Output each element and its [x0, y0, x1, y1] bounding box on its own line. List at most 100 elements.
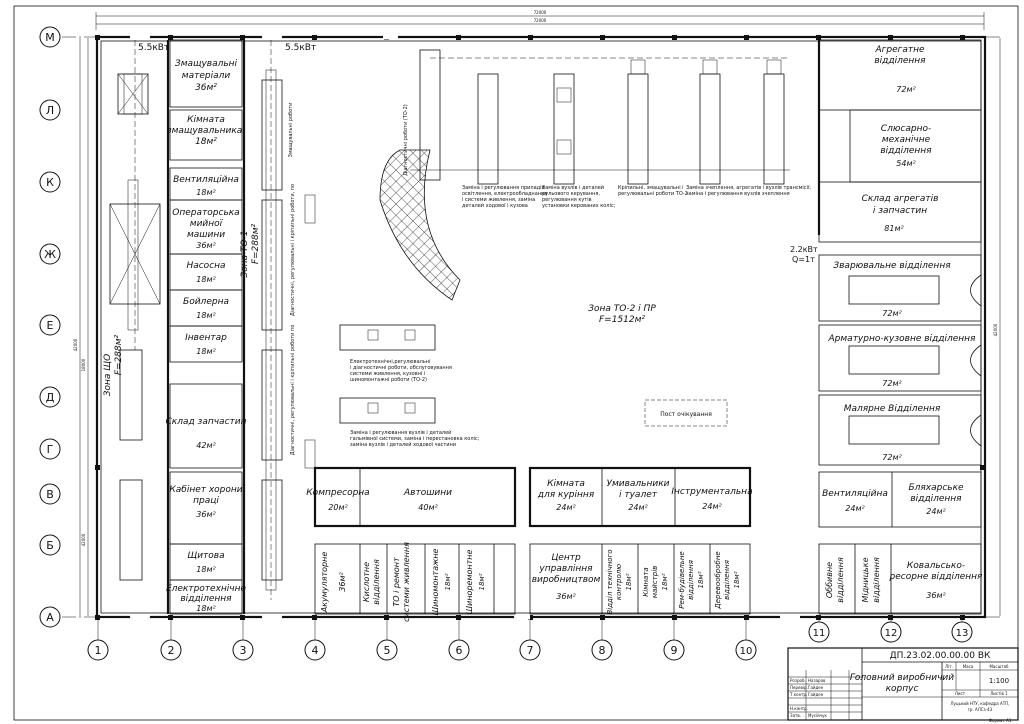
room-acid-2: відділення [372, 559, 381, 605]
axis-bubble-10: 10 [735, 617, 757, 661]
room-ventilation-r-1: Вентиляційна [822, 489, 888, 499]
room-body-area: 72м² [882, 379, 902, 388]
room-spring-area: 36м² [926, 591, 946, 600]
post-note-2-2: рульового керування, [542, 191, 600, 197]
svg-text:1: 1 [95, 644, 102, 657]
svg-text:Д: Д [46, 391, 55, 404]
room-tire-repair-area: 18м² [478, 573, 486, 590]
zone-to1-area: F=288м² [251, 223, 261, 264]
room-ventilation-l-area: 18м² [196, 188, 216, 197]
dim-right-1: 42000 [993, 323, 998, 336]
room-tires-area: 40м² [418, 503, 438, 512]
room-painting-1: Малярне Відділення [844, 404, 941, 414]
room-control-center-area: 36м² [556, 592, 576, 601]
svg-text:12: 12 [885, 628, 898, 639]
waiting-post: Пост очікування [660, 411, 712, 418]
zone-to1: Зона ТО-1 F=288м² 5.5кВт Діагностичні, р… [240, 40, 316, 600]
room-tool-area: 24м² [702, 502, 722, 511]
svg-text:Г: Г [47, 443, 54, 456]
room-repair-construction-2: відділення [687, 560, 695, 600]
axis-bubble-d: Д [39, 386, 61, 408]
power-label-1: 5.5кВт [138, 43, 169, 53]
title-name-row-1: Назаров [808, 678, 826, 683]
room-washroom-1: Умивальники [606, 479, 669, 489]
svg-text:2: 2 [168, 644, 175, 657]
note-diag-to1: Діагностичні, регулювальні і кріпильні р… [290, 184, 296, 316]
room-pump-1: Насосна [186, 261, 225, 271]
room-ventilation-r-area: 24м² [845, 504, 865, 513]
title-lit: Літ. [945, 664, 953, 669]
room-safety-area: 36м² [196, 510, 216, 519]
post-note-4-2: заміна і регулювання вузлів зчеплення [686, 191, 790, 197]
room-cleaning-materials-area: 36м² [195, 83, 217, 93]
post-note-2-3: регулювання кутів [542, 197, 592, 203]
room-acid-1: Кислотне [362, 562, 371, 602]
room-repair-construction-area: 18м² [697, 571, 705, 588]
dim-left-3: 42000 [81, 533, 86, 546]
room-aggregate-2: відділення [874, 56, 926, 66]
room-painting-area: 72м² [882, 453, 902, 462]
room-power-repair-1: ТО і ремонт [392, 557, 401, 607]
title-format: Формат А1 [989, 718, 1012, 723]
bottom-rooms: Акумуляторне 36м² Кислотне відділення ТО… [314, 542, 751, 622]
axis-bubble-m: М [39, 26, 61, 48]
title-row-2: Перевір. [790, 685, 808, 690]
axis-bubble-ye: Е [39, 314, 61, 336]
room-spring-1: Ковальсько- [907, 561, 965, 571]
room-welding-area: 72м² [882, 309, 902, 318]
room-repair-construction-1: Рем-будівельне [678, 551, 686, 609]
room-tech-control-2: контролю [615, 564, 623, 600]
room-operator-2: мийної [190, 219, 224, 229]
axis-bubble-13: 13 [951, 617, 973, 643]
zone-to1-label: Зона ТО-1 [240, 230, 250, 277]
room-lubricant-1: Кімната [187, 115, 225, 125]
svg-text:Е: Е [47, 319, 54, 332]
room-aggregate-1: Агрегатне [874, 45, 925, 55]
post-note-3-2: регулювальні роботи ТО-2 [618, 191, 688, 197]
svg-text:9: 9 [671, 644, 678, 657]
room-operator-area: 36м² [196, 241, 216, 250]
zone-shcho-label: Зона ЩО [103, 354, 113, 396]
room-masters-area: 18м² [661, 573, 669, 590]
svg-text:6: 6 [456, 644, 463, 657]
axis-bubble-9: 9 [663, 617, 685, 661]
svg-text:7: 7 [527, 644, 534, 657]
axis-bubble-a: А [39, 606, 61, 628]
svg-text:Б: Б [46, 539, 54, 552]
axis-bubble-12: 12 [880, 617, 902, 643]
room-cleaning-materials-2: матеріали [182, 71, 231, 81]
room-boiler-area: 18м² [196, 311, 216, 320]
svg-text:Л: Л [46, 104, 54, 117]
drawing-frame [13, 5, 1019, 721]
room-inventory-area: 18м² [196, 347, 216, 356]
axis-bubble-4: 4 [304, 617, 326, 661]
room-mechanical-1: Слюсарно- [881, 124, 931, 134]
room-tinsmith-area: 24м² [926, 507, 946, 516]
title-name-row-6: Мусійчук [808, 713, 827, 718]
room-body-1: Арматурно-кузовне відділення [828, 334, 977, 344]
svg-text:11: 11 [813, 628, 826, 639]
room-spare-parts-area: 42м² [196, 441, 216, 450]
power-label-2: 5.5кВт [285, 43, 316, 53]
note-diag-to1b: Діагностичні, регулювальні і кріпильні р… [290, 325, 296, 456]
title-row-1: Розроб. [790, 678, 806, 683]
post-note-5-2: і діагностичні роботи, обслуговування [350, 365, 452, 371]
dim-left-2: 18000 [81, 358, 86, 371]
post-note-1-1: Заміна і регулювання приладів [462, 185, 545, 191]
dim-overall-1: 72000 [534, 10, 547, 15]
axis-bubble-zh: Ж [39, 243, 61, 265]
axis-bubble-11: 11 [808, 617, 830, 643]
room-power-repair-2: системи живлення [402, 542, 411, 622]
room-spring-2: ресорне відділення [889, 572, 984, 582]
axis-bubble-g: Г [39, 438, 61, 460]
svg-text:В: В [46, 488, 54, 501]
room-mechanical-area: 54м² [896, 159, 916, 168]
axis-bubble-k: К [39, 171, 61, 193]
title-sheet: Лист [955, 691, 966, 696]
room-compressor-1: Компресорна [306, 488, 369, 498]
zone-shcho: Зона ЩО F=288м² 5.5кВт [103, 40, 169, 581]
svg-text:13: 13 [956, 628, 969, 639]
post-note-6-1: Заміна і регулювання вузлів і деталей [350, 429, 451, 436]
room-masters-2: майстрів [651, 566, 659, 599]
title-name-row-3: Гайден [808, 692, 824, 697]
